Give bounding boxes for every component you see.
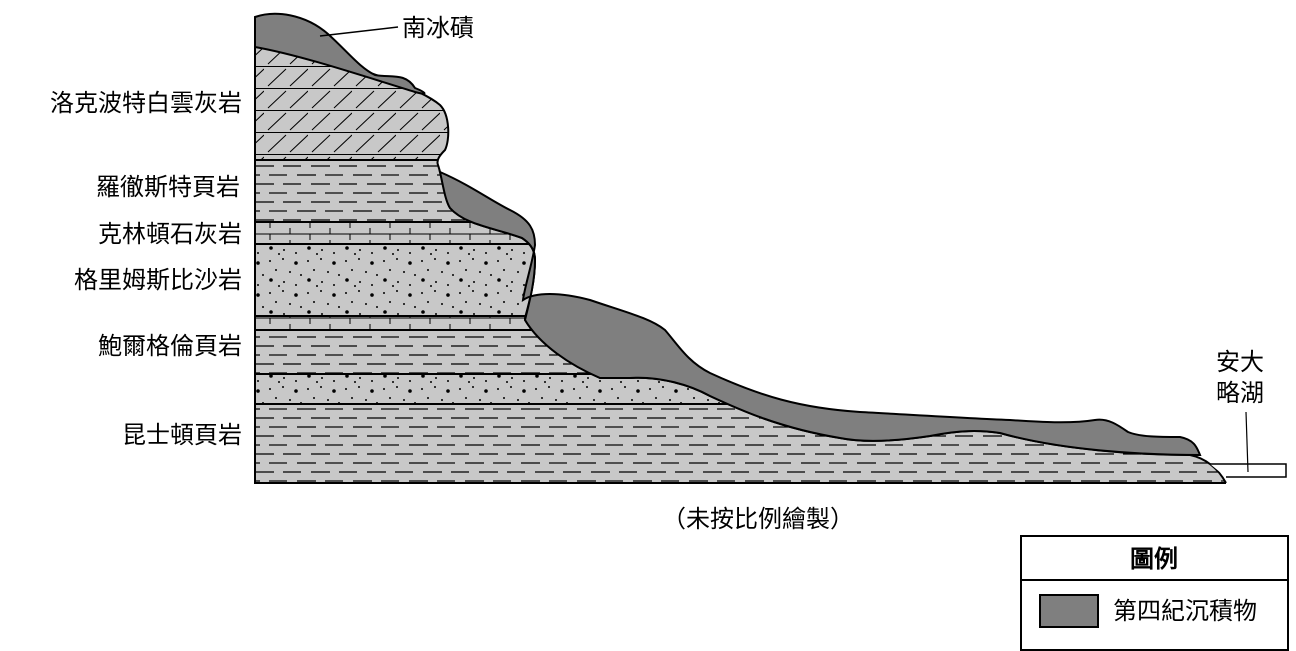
rock-strata: [255, 17, 1226, 483]
lake-ontario: [1210, 411, 1287, 478]
legend-quaternary-swatch: [1039, 594, 1099, 628]
label-lake-ontario-line2: 略湖: [1216, 379, 1264, 407]
quaternary-deposits: [254, 12, 1202, 457]
slope-quaternary-deposit: [438, 170, 1202, 457]
rochester-shale-layer: [255, 160, 1226, 222]
legend-title: 圖例: [1130, 545, 1178, 573]
grimsby-sandstone-layer: [255, 244, 1226, 316]
legend-quaternary-label: 第四紀沉積物: [1113, 597, 1257, 625]
label-lake-ontario-line1: 安大: [1216, 348, 1264, 376]
label-south-moraine: 南冰磧: [402, 14, 474, 42]
label-queenston-shale: 昆士頓頁岩: [122, 421, 242, 449]
label-lockport-dolostone: 洛克波特白雲灰岩: [50, 89, 242, 117]
label-grimsby-sandstone: 格里姆斯比沙岩: [74, 266, 242, 294]
moraine-leader-line: [319, 26, 399, 37]
legend: 圖例 第四紀沉積物: [1020, 535, 1289, 651]
power-glen-shale-layer: [255, 330, 1226, 374]
legend-box: [1020, 535, 1289, 651]
clinton-limestone-layer: [255, 222, 1226, 244]
label-power-glen-shale: 鮑爾格倫頁岩: [98, 332, 242, 360]
label-rochester-shale: 羅徹斯特頁岩: [96, 173, 240, 201]
not-to-scale-note: （未按比例繪製）: [662, 505, 854, 533]
label-clinton-limestone: 克林頓石灰岩: [98, 220, 242, 248]
south-moraine-deposit: [254, 12, 426, 95]
thin-limestone-layer: [255, 316, 1226, 330]
